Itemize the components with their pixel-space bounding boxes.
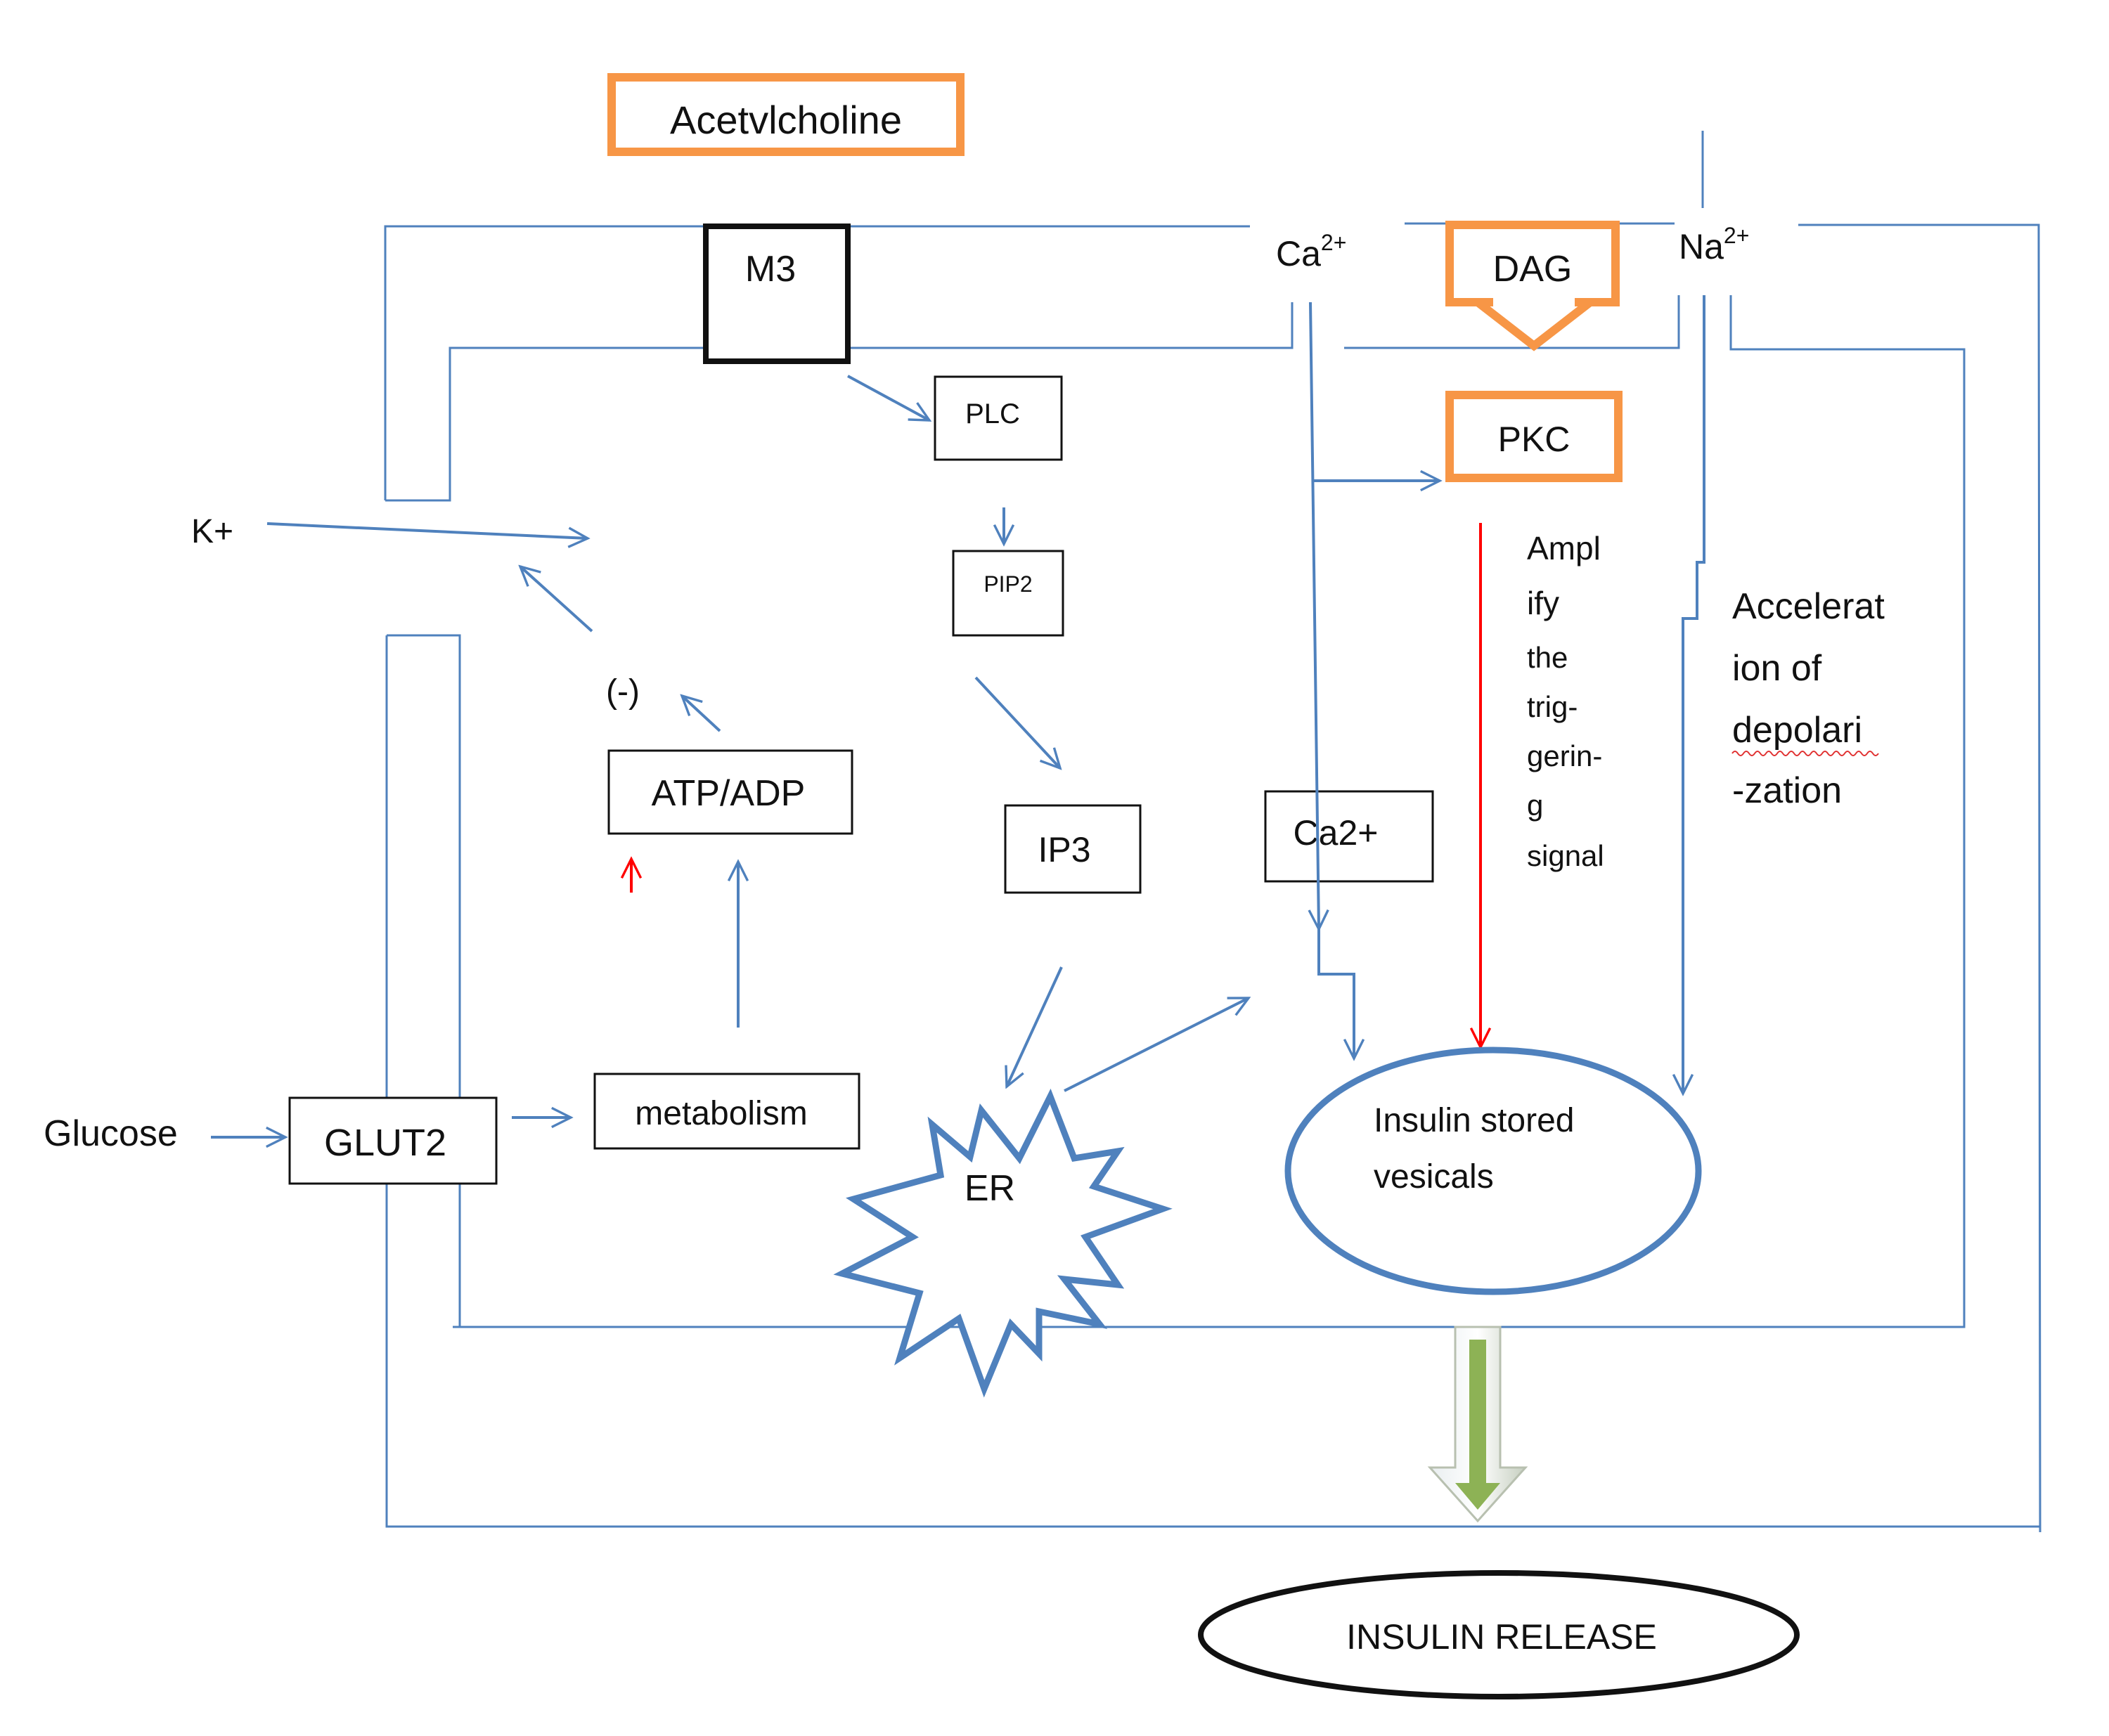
er-to-ca-arrow (1064, 997, 1249, 1092)
negative-to-k-channel-arrow (520, 566, 593, 633)
ip3-to-er-arrow (1007, 966, 1063, 1087)
m3-label: M3 (745, 249, 796, 290)
negative-effect-label: (-) (606, 673, 640, 711)
amplify-line-1: Ampl (1527, 530, 1601, 566)
ip3-node: IP3 (1004, 804, 1142, 894)
er-label: ER (965, 1168, 1015, 1209)
atp-to-negative-arrow (682, 696, 721, 732)
ca-to-vesicles-arrow (1317, 929, 1354, 1058)
outer-membrane (384, 222, 2042, 1533)
acetylcholine-label: Acetvlcholine (670, 98, 902, 142)
pip2-label: PIP2 (983, 571, 1032, 597)
glut2-label: GLUT2 (324, 1122, 446, 1164)
amplify-line-5: gerin- (1527, 739, 1602, 772)
glucose-label: Glucose (44, 1113, 178, 1154)
ip3-label: IP3 (1038, 830, 1090, 869)
metabolism-label: metabolism (635, 1095, 807, 1132)
insulin-release-node: INSULIN RELEASE (1198, 1570, 1800, 1699)
insulin-release-label: INSULIN RELEASE (1346, 1617, 1657, 1657)
ca-intracellular-node: Ca2+ (1264, 790, 1434, 883)
m3-receptor-node: M3 (703, 224, 851, 364)
dag-node: DAG (1445, 221, 1620, 351)
metabolism-node: metabolism (593, 1073, 860, 1150)
pip2-node: PIP2 (952, 550, 1064, 637)
er-starburst-shape (833, 1088, 1173, 1398)
pkc-node: PKC (1445, 391, 1623, 482)
glut2-node: GLUT2 (288, 1096, 498, 1185)
plc-node: PLC (934, 375, 1063, 461)
acceleration-line-3: depolari (1732, 710, 1862, 751)
amplify-line-2: ify (1527, 585, 1559, 621)
dag-label: DAG (1493, 249, 1573, 290)
acetylcholine-node: Acetvlcholine (607, 73, 965, 156)
amplify-annotation: Ampl ify the trig- gerin- g signal (1527, 530, 1604, 872)
na-ion-sup: 2+ (1724, 223, 1749, 248)
pip2-to-ip3-arrow (974, 676, 1060, 768)
ca-ion-sup: 2+ (1321, 230, 1346, 255)
insulin-vesicles-node: Insulin stored vesicals (1284, 1047, 1702, 1295)
vesicles-label-line-2: vesicals (1374, 1158, 1494, 1196)
svg-text:Na2+: Na2+ (1679, 223, 1749, 266)
na-ion-base: Na (1679, 227, 1724, 266)
acceleration-annotation: Accelerat ion of depolari -zation (1731, 586, 1885, 811)
na-ion-label: Na2+ (1679, 223, 1749, 266)
ca-influx-arrow (1310, 302, 1319, 929)
spellcheck-underline (1731, 751, 1879, 756)
pkc-label: PKC (1498, 420, 1571, 459)
vesicles-label-line-1: Insulin stored (1374, 1102, 1575, 1139)
atp-adp-label: ATP/ADP (652, 773, 806, 814)
acceleration-line-4: -zation (1732, 770, 1842, 811)
svg-text:Ca2+: Ca2+ (1276, 230, 1346, 273)
release-arrow (1427, 1326, 1528, 1523)
amplify-line-6: g (1527, 789, 1543, 822)
er-node: ER (833, 1088, 1173, 1398)
amplify-line-7: signal (1527, 839, 1604, 872)
acceleration-line-2: ion of (1732, 648, 1822, 689)
na-to-vesicles-arrow (1683, 295, 1705, 1094)
atp-adp-node: ATP/ADP (607, 749, 853, 835)
amplify-line-3: the (1527, 641, 1568, 674)
acceleration-line-1: Accelerat (1732, 586, 1885, 627)
ca-ion-label: Ca2+ (1276, 230, 1346, 273)
amplify-line-4: trig- (1527, 690, 1578, 723)
plc-label: PLC (965, 399, 1020, 429)
ca-ion-base: Ca (1276, 234, 1321, 273)
m3-to-plc-arrow (847, 375, 929, 420)
ca-box-label: Ca2+ (1294, 813, 1379, 853)
k-influx-arrow (266, 522, 588, 538)
k-ion-label: K+ (191, 513, 233, 550)
